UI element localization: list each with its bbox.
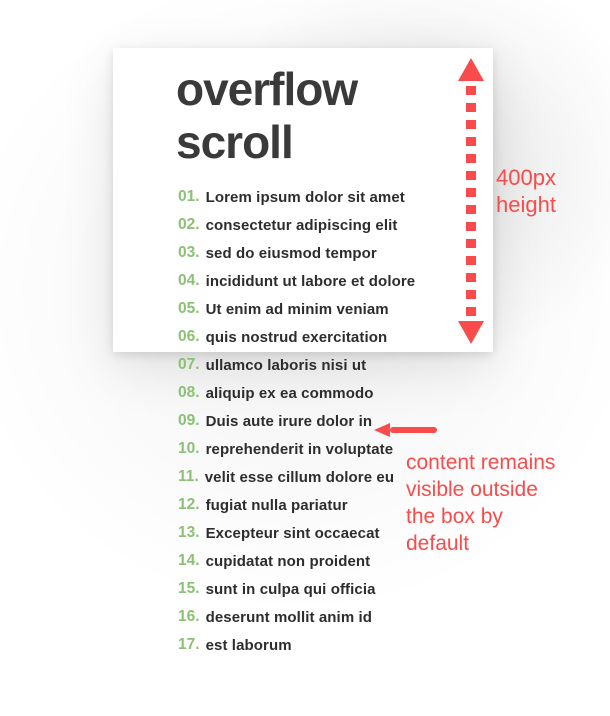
height-label: 400px height	[496, 165, 556, 217]
list-item-number: 08.	[178, 384, 200, 401]
list-item-number: 15.	[178, 580, 200, 597]
list-item: 17. est laborum	[178, 631, 415, 659]
list-item-text: est laborum	[205, 636, 292, 654]
arrow-up-icon	[457, 58, 484, 81]
list-item: 12. fugiat nulla pariatur	[178, 491, 415, 519]
list-item-text: fugiat nulla pariatur	[205, 496, 348, 514]
list-item-number: 13.	[178, 524, 200, 541]
list-item-text: cupidatat non proident	[205, 552, 371, 570]
list-item-text: quis nostrud exercitation	[205, 328, 388, 346]
lorem-list: 01. Lorem ipsum dolor sit amet 02. conse…	[178, 183, 415, 659]
arrow-down-icon	[457, 321, 484, 344]
list-item-text: reprehenderit in voluptate	[205, 440, 394, 458]
list-item-number: 10.	[178, 440, 200, 457]
list-item-number: 04.	[178, 272, 200, 289]
list-item-text: Excepteur sint occaecat	[205, 524, 380, 542]
list-item: 03. sed do eiusmod tempor	[178, 239, 415, 267]
page-title: overflow scroll	[176, 63, 358, 169]
list-item-number: 03.	[178, 244, 200, 261]
list-item-number: 02.	[178, 216, 200, 233]
page-title-line2: scroll	[176, 116, 294, 168]
list-item: 09. Duis aute irure dolor in	[178, 407, 415, 435]
list-item: 13. Excepteur sint occaecat	[178, 519, 415, 547]
list-item: 05. Ut enim ad minim veniam	[178, 295, 415, 323]
height-measure-arrow	[457, 58, 484, 344]
list-item: 11. velit esse cillum dolore eu	[178, 463, 415, 491]
list-item: 16. deserunt mollit anim id	[178, 603, 415, 631]
list-item: 06. quis nostrud exercitation	[178, 323, 415, 351]
arrow-left-icon	[374, 423, 390, 437]
list-item-text: Duis aute irure dolor in	[205, 412, 373, 430]
list-item-text: ullamco laboris nisi ut	[205, 356, 367, 374]
pointer-arrow-left	[374, 423, 437, 437]
list-item-number: 07.	[178, 356, 200, 373]
list-item-number: 12.	[178, 496, 200, 513]
list-item: 14. cupidatat non proident	[178, 547, 415, 575]
list-item-number: 01.	[178, 188, 200, 205]
list-item: 10. reprehenderit in voluptate	[178, 435, 415, 463]
page-title-line1: overflow	[176, 63, 358, 115]
list-item: 07. ullamco laboris nisi ut	[178, 351, 415, 379]
list-item-number: 11.	[178, 468, 199, 485]
list-item: 01. Lorem ipsum dolor sit amet	[178, 183, 415, 211]
list-item-text: deserunt mollit anim id	[205, 608, 373, 626]
list-item-text: velit esse cillum dolore eu	[204, 468, 395, 486]
list-item-number: 06.	[178, 328, 200, 345]
list-item-text: consectetur adipiscing elit	[205, 216, 398, 234]
list-item: 04. incididunt ut labore et dolore	[178, 267, 415, 295]
list-item-text: incididunt ut labore et dolore	[205, 272, 416, 290]
list-item-text: Ut enim ad minim veniam	[205, 300, 389, 318]
list-item-text: Lorem ipsum dolor sit amet	[205, 188, 405, 206]
overflow-demo-box	[113, 48, 493, 352]
list-item: 08. aliquip ex ea commodo	[178, 379, 415, 407]
list-item: 15. sunt in culpa qui officia	[178, 575, 415, 603]
list-item: 02. consectetur adipiscing elit	[178, 211, 415, 239]
list-item-text: sed do eiusmod tempor	[205, 244, 377, 262]
list-item-text: aliquip ex ea commodo	[205, 384, 374, 402]
list-item-text: sunt in culpa qui officia	[205, 580, 376, 598]
list-item-number: 16.	[178, 608, 200, 625]
list-item-number: 09.	[178, 412, 200, 429]
arrow-shaft	[390, 427, 437, 433]
list-item-number: 14.	[178, 552, 200, 569]
annotation-note: content remains visible outside the box …	[406, 451, 556, 555]
dashed-line	[465, 86, 476, 316]
list-item-number: 17.	[178, 636, 200, 653]
list-item-number: 05.	[178, 300, 200, 317]
